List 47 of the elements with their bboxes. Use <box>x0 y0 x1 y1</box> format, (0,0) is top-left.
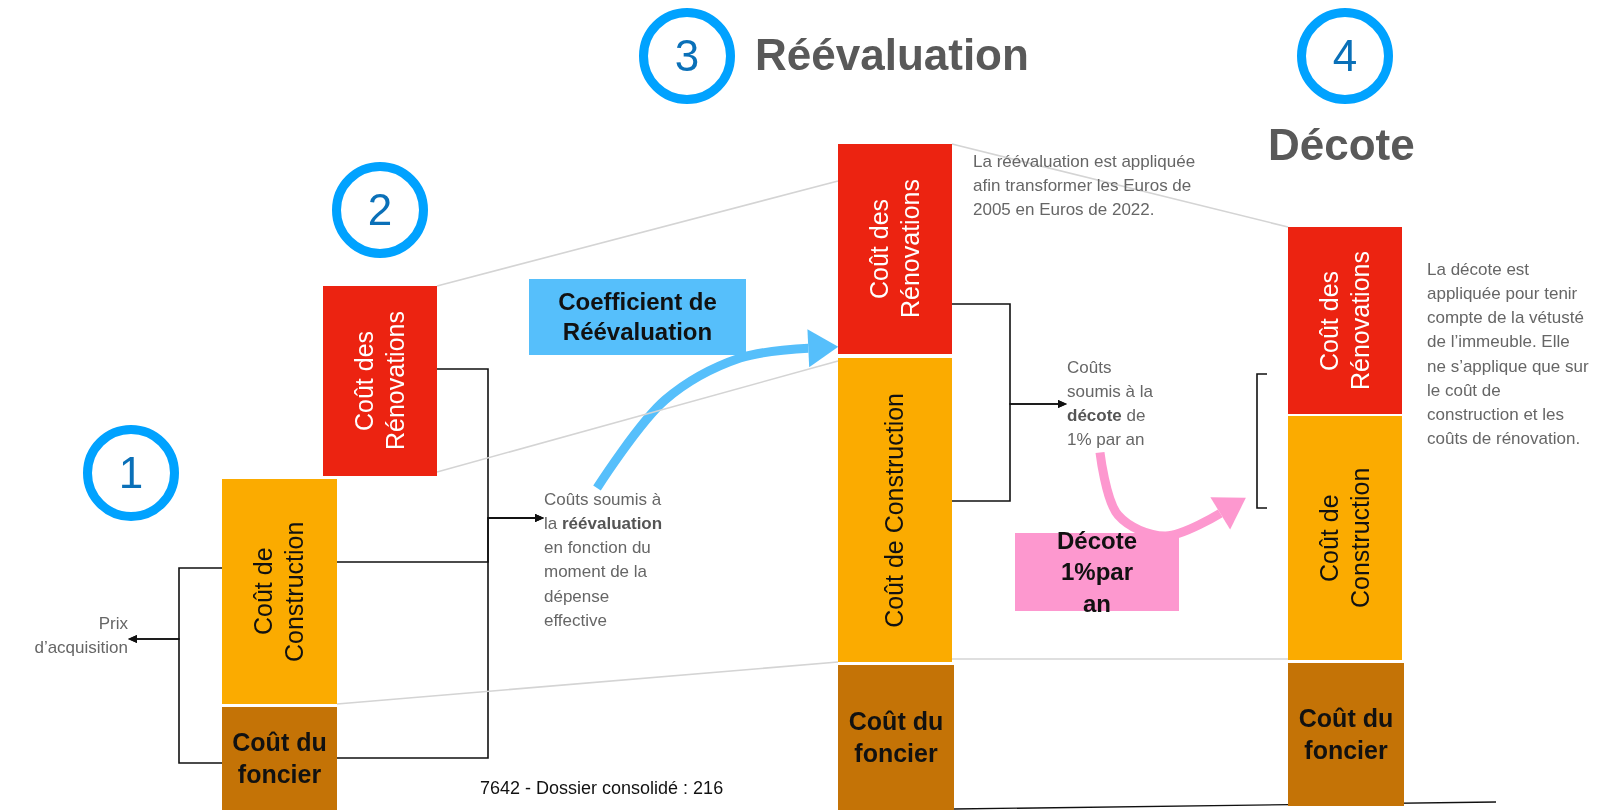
connector-line <box>436 360 839 473</box>
cost-block <box>222 707 337 810</box>
note-text: La décote est appliquée pour tenir compte de la vétusté de l’immeuble. Elle ne s’applique que sur le coût de construction et les coûts de rénovation. <box>1427 258 1592 451</box>
connector-line <box>336 661 839 705</box>
footer-note: 7642 - Dossier consolidé : 216 <box>480 778 724 799</box>
block-label: Coût du foncier <box>847 706 945 769</box>
cost-block <box>323 286 437 476</box>
numbered-circle <box>83 425 179 521</box>
cost-block <box>1288 227 1402 414</box>
note-text: Coûts soumis à la décote de 1% par an <box>1067 356 1167 453</box>
cost-block <box>838 358 952 662</box>
numbered-circle <box>639 8 735 104</box>
stage-heading: Décote <box>1268 120 1415 170</box>
connector-line <box>951 143 1289 228</box>
cost-block <box>1288 416 1402 660</box>
arrow <box>336 514 544 759</box>
curved-arrow <box>593 329 839 491</box>
block-label: Coût de Construction <box>1313 466 1375 611</box>
block-label: Coût des Rénovations <box>863 178 925 321</box>
cost-block <box>838 665 954 810</box>
block-label: Coefficient de Réévaluation <box>557 287 718 347</box>
block-label: Coût de Construction <box>879 392 910 628</box>
block-label: Coût de Construction <box>248 520 310 664</box>
note-text: Prix d’acquisition <box>20 612 128 661</box>
block-label: Coût du foncier <box>1297 703 1395 766</box>
numbered-circle <box>332 162 428 258</box>
arrow <box>128 635 223 764</box>
step-number: 2 <box>367 188 393 232</box>
curved-arrow <box>1095 451 1246 541</box>
label-box <box>529 279 746 355</box>
numbered-circle <box>1297 8 1393 104</box>
step-number: 1 <box>118 451 144 495</box>
stage-heading: Réévaluation <box>755 30 1029 80</box>
note-text: Coûts soumis à la réévaluation en fonction du moment de la dépense effective <box>544 488 670 633</box>
connector-line <box>436 180 839 287</box>
edge-label: Décote 1%par an <box>1015 533 1179 611</box>
step-number: 3 <box>674 34 700 78</box>
block-label: Coût du foncier <box>231 727 328 790</box>
step-number: 4 <box>1332 34 1358 78</box>
connector-line <box>951 658 1289 660</box>
cost-block <box>222 479 337 704</box>
cost-block <box>838 144 952 354</box>
block-label: Coût des Rénovations <box>1313 250 1375 392</box>
note-text: La réévaluation est appliquée afin transformer les Euros de 2005 en Euros de 2022. <box>973 150 1211 223</box>
cost-block <box>1288 663 1404 806</box>
block-label: Coût des Rénovations <box>348 310 410 453</box>
arrow <box>951 400 1067 502</box>
